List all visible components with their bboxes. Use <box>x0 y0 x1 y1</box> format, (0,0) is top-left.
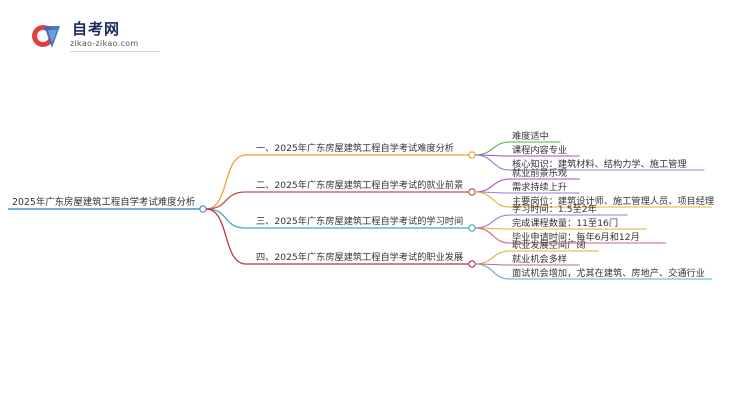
leaf-node-label: 需求持续上升 <box>512 182 568 193</box>
branch-connector <box>205 191 247 210</box>
branch-node-label: 三、2025年广东房屋建筑工程自学考试的学习时间 <box>256 216 464 227</box>
leaf-node-label: 职业发展空间广阔 <box>512 240 586 251</box>
leaf-node-label: 主要岗位：建筑设计师、施工管理人员、项目经理 <box>512 196 715 207</box>
leaf-connector <box>474 227 511 244</box>
branch-node-dot[interactable] <box>468 260 476 268</box>
leaf-node-label: 毕业申请时间：每年6月和12月 <box>512 232 640 243</box>
leaf-connector <box>474 263 511 280</box>
leaf-connector <box>474 250 511 265</box>
leaf-node-label: 完成课程数量：11至16门 <box>512 218 619 229</box>
branch-node-label: 二、2025年广东房屋建筑工程自学考试的就业前景 <box>256 180 464 191</box>
site-logo[interactable]: 自考网 zikao-zikao.com <box>30 18 160 54</box>
leaf-connector <box>474 141 511 156</box>
root-node-dot[interactable] <box>199 205 207 213</box>
leaf-node-label: 面试机会增加，尤其在建筑、房地产、交通行业 <box>512 268 705 279</box>
logo-title: 自考网 <box>72 20 121 38</box>
branch-node-dot[interactable] <box>468 151 476 159</box>
branch-connector <box>205 154 247 210</box>
branch-node-dot[interactable] <box>468 224 476 232</box>
logo-url: zikao-zikao.com <box>70 39 139 48</box>
leaf-node-label: 核心知识：建筑材料、结构力学、施工管理 <box>512 159 687 170</box>
leaf-node-label: 就业前景乐观 <box>512 168 568 179</box>
leaf-node-label: 学习时间：1.5至2年 <box>512 204 597 215</box>
logo-underline <box>70 51 160 52</box>
leaf-connector <box>474 191 511 208</box>
branch-node-label: 一、2025年广东房屋建筑工程自学考试难度分析 <box>256 143 454 154</box>
leaf-node-label: 难度适中 <box>512 131 549 142</box>
branch-connector <box>205 208 247 265</box>
branch-connector <box>205 208 247 229</box>
branch-node-label: 四、2025年广东房屋建筑工程自学考试的职业发展 <box>256 252 464 263</box>
branch-node-dot[interactable] <box>468 188 476 196</box>
logo-mark-icon <box>32 25 60 48</box>
leaf-connector <box>474 154 511 171</box>
root-node-label: 2025年广东房屋建筑工程自学考试难度分析 <box>12 197 196 208</box>
leaf-node-label: 课程内容专业 <box>512 145 568 156</box>
leaf-node-label: 就业机会多样 <box>512 254 568 265</box>
leaf-connector <box>474 178 511 193</box>
leaf-connector <box>474 214 511 229</box>
